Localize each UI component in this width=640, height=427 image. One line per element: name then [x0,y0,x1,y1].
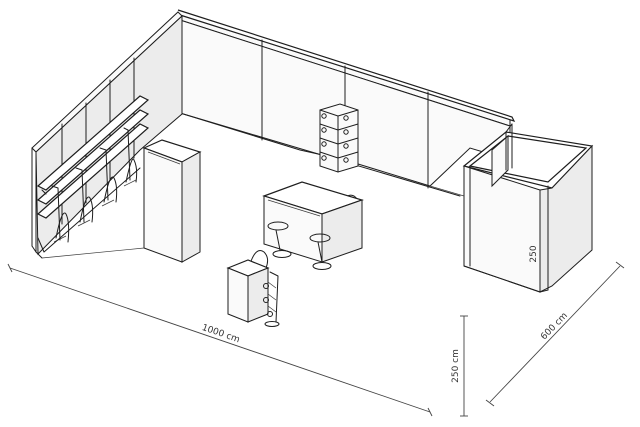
back-walls [177,9,516,197]
depth-label: 600 cm [539,311,570,342]
storage-cabin [462,123,594,293]
length-label: 1000 cm [200,323,241,345]
cube-shelf [319,103,359,173]
display-cabinet [226,250,280,327]
wall-height-label: 250 cm [451,349,461,383]
dimension-height [460,315,468,417]
bar-counter [262,181,364,270]
wall-shelving [36,95,150,253]
dimension-length [7,263,433,417]
storage-column [142,139,202,263]
floor-outline [41,185,465,259]
cabin-height-label: 250 [529,245,539,262]
dimension-depth [485,261,625,407]
